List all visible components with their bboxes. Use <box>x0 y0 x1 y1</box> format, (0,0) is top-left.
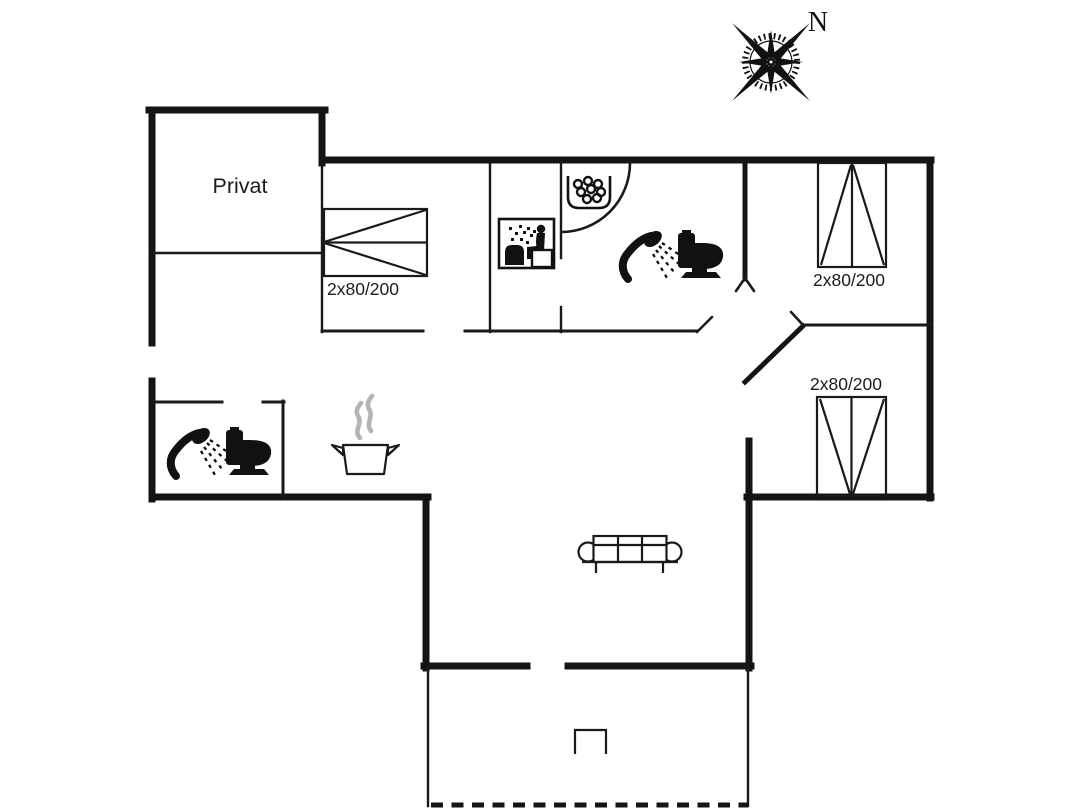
double-bed-icon-top-right <box>816 161 888 269</box>
exterior-walls <box>145 106 935 672</box>
interior-walls <box>150 160 933 500</box>
terrace-table-icon <box>573 728 608 754</box>
terrace-walls <box>426 666 750 808</box>
door-arc <box>559 161 632 234</box>
bed-size-label-top-right: 2x80/200 <box>813 270 885 290</box>
shower-toilet-icons-left-bath <box>171 425 271 476</box>
door-leaf <box>695 315 714 334</box>
bed-size-label-mid-right: 2x80/200 <box>810 374 882 394</box>
shower-toilet-icons-top-bath <box>623 228 723 279</box>
compass-north-label: N <box>808 7 828 38</box>
sofa-icon <box>577 534 683 573</box>
double-bed-icon-top-left <box>322 207 429 278</box>
bed-size-label-top-left: 2x80/200 <box>327 279 399 299</box>
sauna-person <box>527 224 546 259</box>
private-room-label: Privat <box>213 174 268 198</box>
sauna-bench <box>530 248 554 269</box>
cooking-pot-icon <box>330 393 401 476</box>
door-symbols <box>559 161 805 334</box>
double-bed-icon-mid-right <box>815 395 888 498</box>
compass-rose-icon <box>732 23 810 101</box>
spa-bath-icon <box>566 175 612 210</box>
sauna-icon <box>497 217 556 270</box>
steam-icon <box>354 393 375 441</box>
